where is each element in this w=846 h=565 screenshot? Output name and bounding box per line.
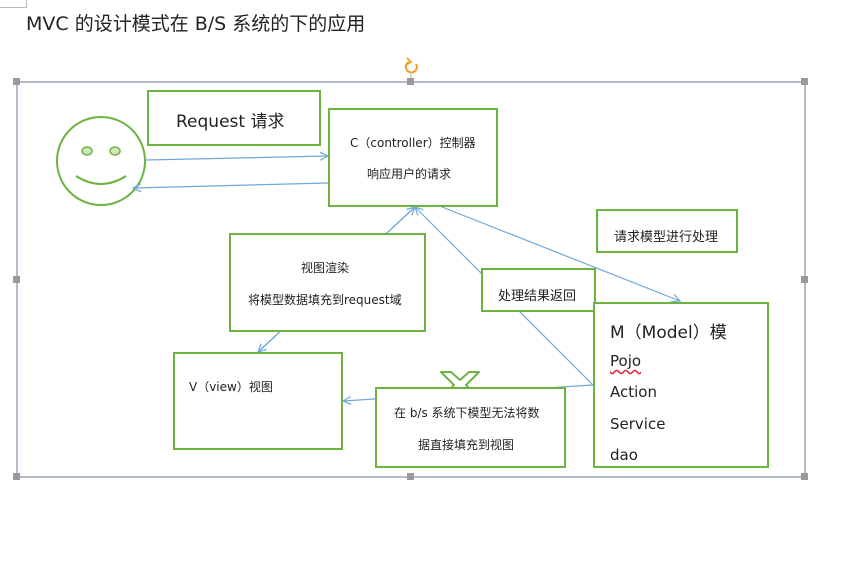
resize-handle-bottom-left[interactable]	[13, 473, 20, 480]
resize-handle-bottom-center[interactable]	[407, 473, 414, 480]
controller-subtitle: 响应用户的请求	[367, 167, 452, 181]
request-box	[147, 90, 321, 146]
resize-handle-middle-right[interactable]	[801, 276, 808, 283]
arrow-controller-to-user	[133, 182, 329, 188]
page-corner-mark	[0, 0, 27, 8]
request-model-label: 请求模型进行处理	[614, 230, 719, 245]
resize-handle-top-center[interactable]	[407, 78, 414, 85]
rotate-handle-icon[interactable]	[404, 57, 418, 78]
model-title: M（Model）模	[610, 323, 727, 343]
page-title: MVC 的设计模式在 B/S 系统的下的应用	[26, 13, 366, 35]
bs-note-box	[375, 387, 566, 468]
result-return-box	[481, 268, 596, 312]
resize-handle-top-left[interactable]	[13, 78, 20, 85]
view-box	[173, 352, 343, 450]
view-label: V（view）视图	[189, 380, 273, 394]
resize-handle-middle-left[interactable]	[13, 276, 20, 283]
resize-handle-top-right[interactable]	[801, 78, 808, 85]
request-label: Request 请求	[176, 112, 285, 132]
model-item-service: Service	[610, 415, 666, 433]
controller-box	[328, 108, 498, 207]
resize-handle-bottom-right[interactable]	[801, 473, 808, 480]
bs-note-line1: 在 b/s 系统下模型无法将数	[394, 406, 540, 420]
model-item-action: Action	[610, 383, 657, 401]
result-return-label: 处理结果返回	[498, 289, 577, 304]
model-item-dao: dao	[610, 446, 638, 464]
controller-title: C（controller）控制器	[350, 136, 476, 150]
arrow-user-to-controller	[145, 156, 328, 160]
bs-note-line2: 据直接填充到视图	[418, 438, 515, 452]
view-render-title: 视图渲染	[301, 261, 350, 275]
view-render-box	[229, 233, 426, 332]
resize-handles[interactable]	[13, 78, 808, 480]
request-model-box	[596, 209, 738, 253]
user-smiley-icon	[56, 116, 146, 206]
model-box: M（Model）模 Pojo Action Service dao	[593, 302, 769, 468]
model-item-pojo: Pojo	[610, 352, 642, 370]
arrow-controller-to-model	[441, 206, 680, 301]
view-render-desc: 将模型数据填充到request域	[248, 293, 402, 307]
